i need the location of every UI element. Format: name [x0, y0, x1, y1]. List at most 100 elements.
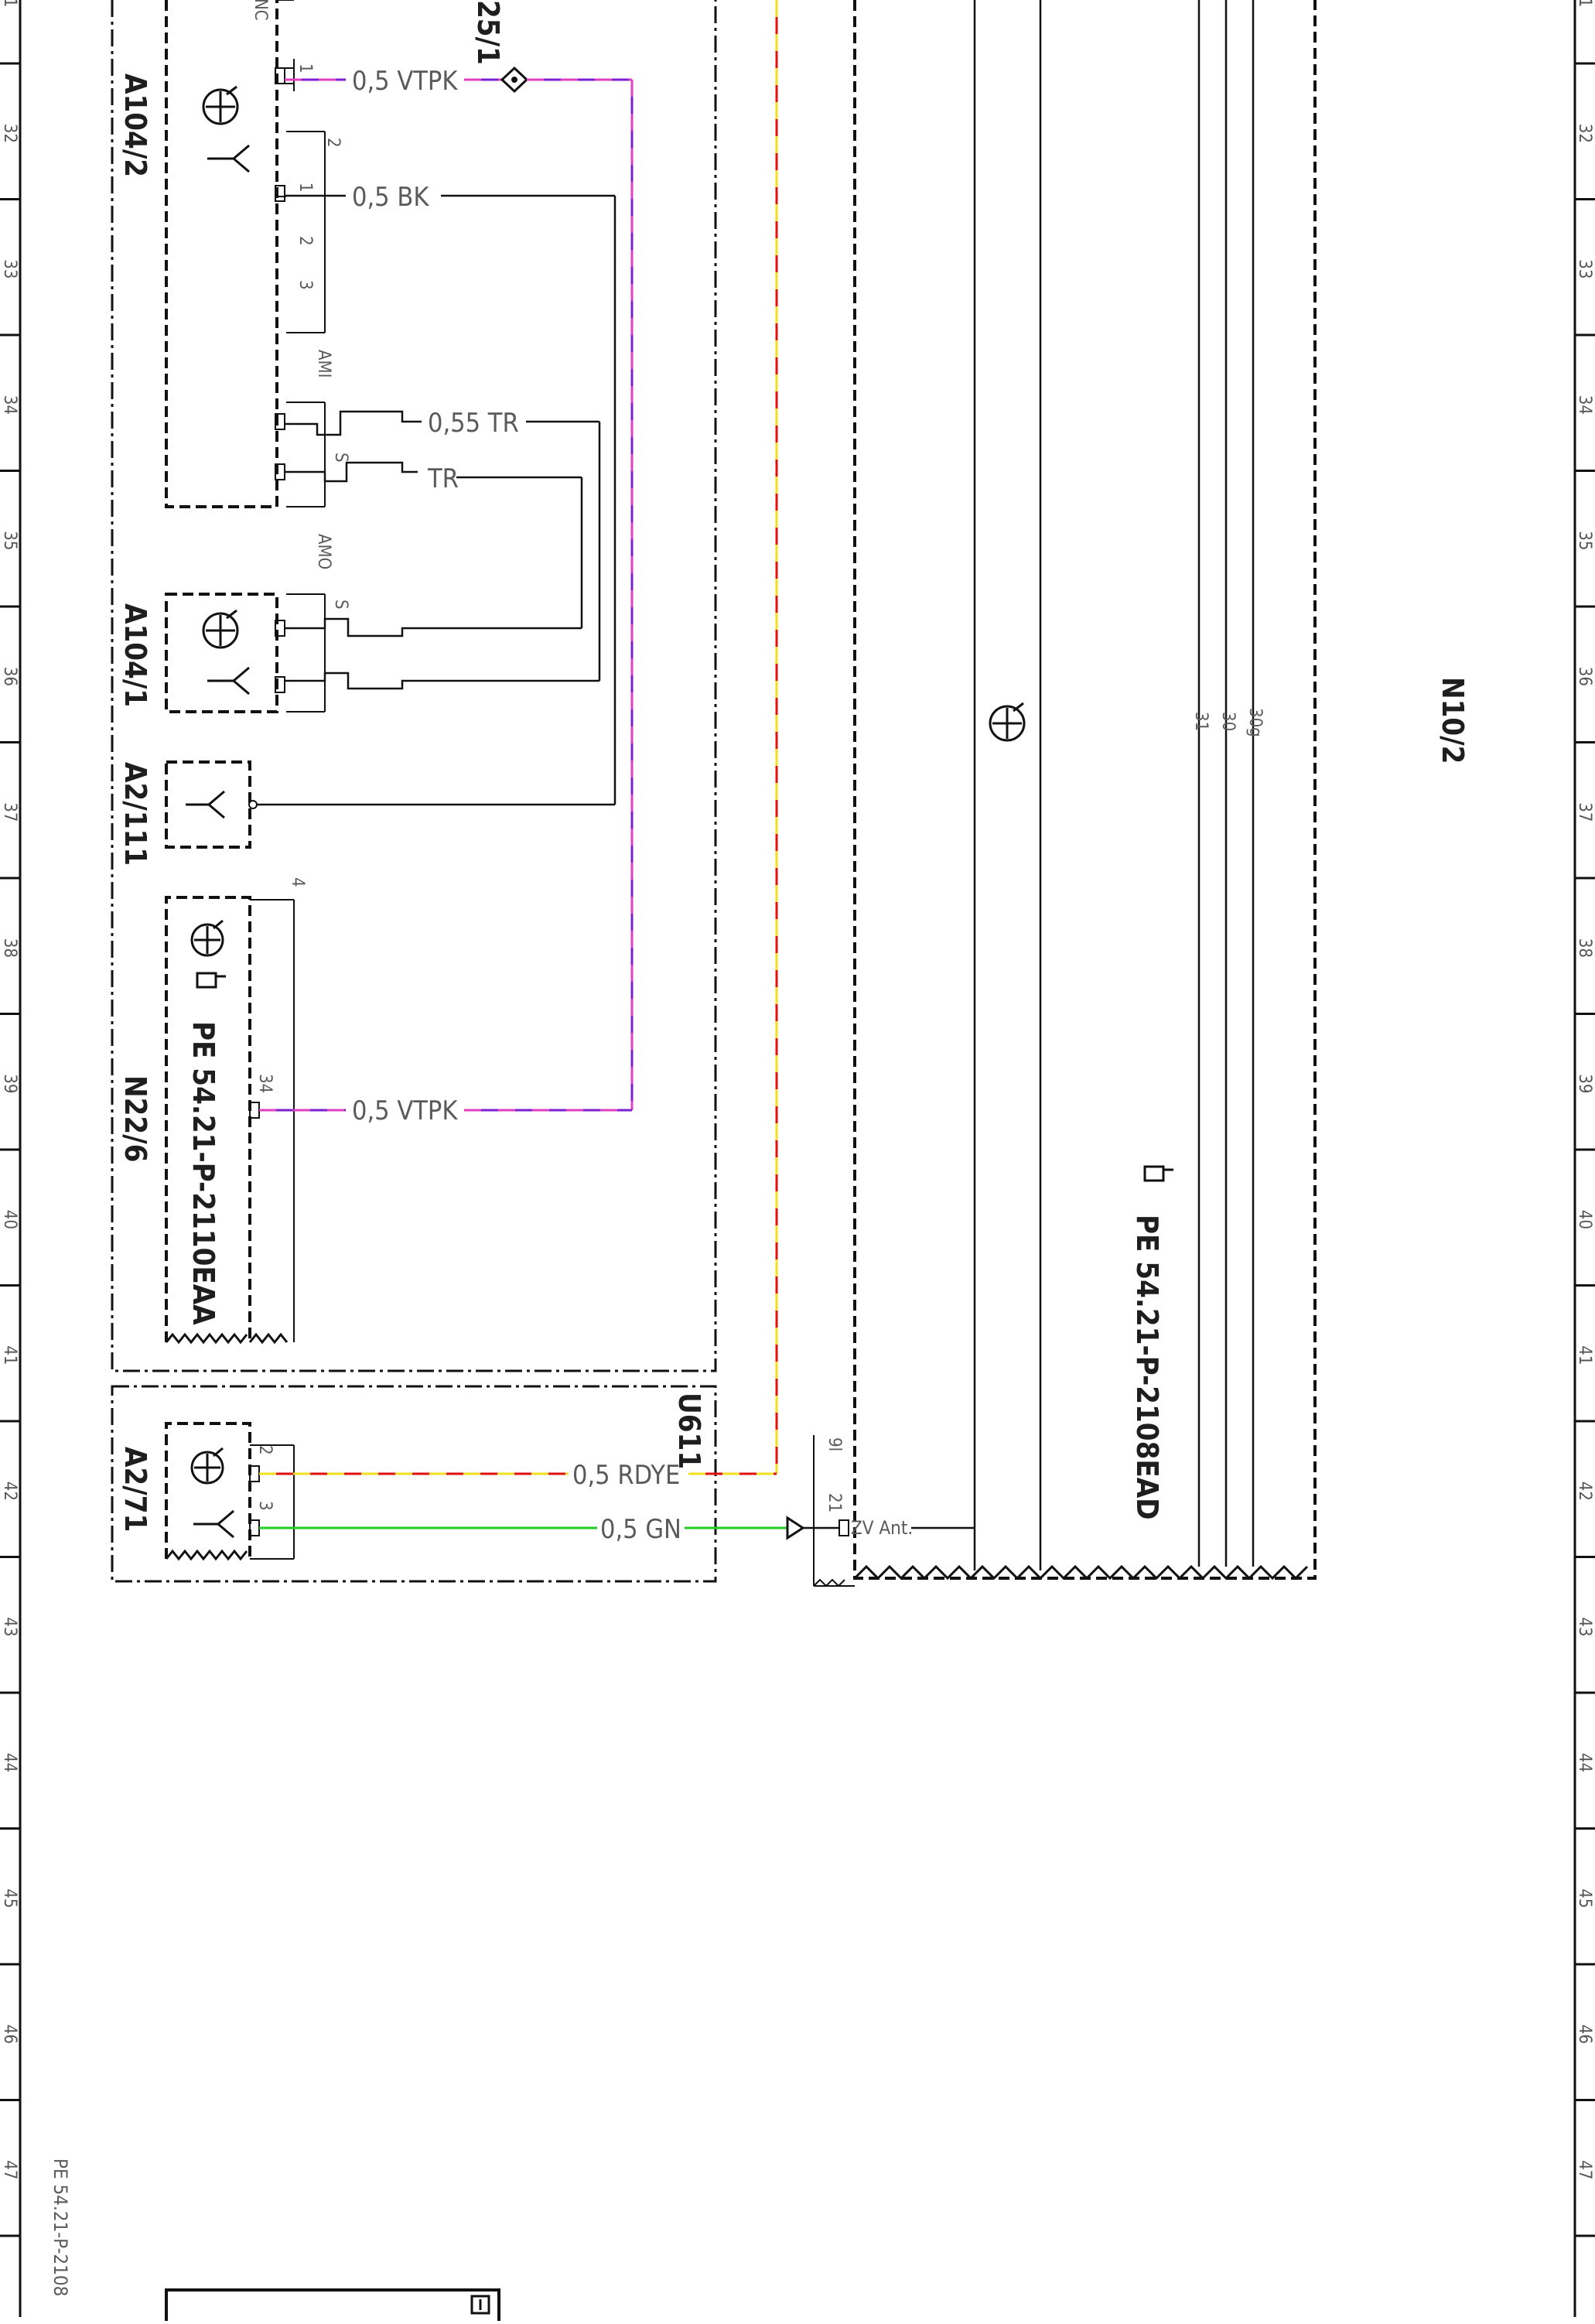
n22-6-reference: PE 54.21-P-2110EAA [186, 1021, 220, 1325]
pin-nc: NC [251, 0, 270, 21]
row-number: 45 [1575, 1888, 1594, 1908]
terminal-30g: 30g [1245, 708, 1265, 737]
row-number: 31 [0, 0, 19, 7]
splice-25-1 [500, 66, 529, 94]
wire-vtpk-route [259, 78, 634, 1112]
row-number: 31 [1575, 0, 1594, 7]
u611-lower-box [111, 1385, 717, 1583]
n22-6-component [165, 896, 295, 1345]
n22-6-label: N22/6 [118, 1075, 152, 1162]
antenna-symbol-2 [207, 666, 250, 695]
row-number: 42 [0, 1482, 19, 1501]
pin-34: 34 [255, 1074, 275, 1093]
title-block [165, 2288, 500, 2321]
row-number: 37 [1575, 802, 1594, 822]
pin-s1: S [331, 453, 350, 463]
pin-1b: 1 [295, 183, 315, 193]
row-number: 42 [1575, 1482, 1594, 1501]
a104-2-connectors [275, 0, 326, 508]
row-number: 44 [1575, 1753, 1594, 1772]
a2-111-component [165, 760, 258, 849]
row-number: 36 [0, 667, 19, 686]
wire-label-tr: TR [427, 463, 459, 494]
pin-4: 4 [288, 877, 307, 887]
pin-1a: 1 [295, 63, 315, 73]
row-number: 46 [0, 2025, 19, 2044]
pin-3c: 3 [255, 1501, 275, 1511]
antenna-amplifier-symbol [202, 85, 239, 125]
pointing-hand-icon [196, 972, 226, 989]
n10-2-reference: PE 54.21-P-2108EAD [1130, 1215, 1164, 1520]
antenna-amplifier-symbol-2 [202, 609, 239, 649]
terminal-30: 30 [1218, 712, 1238, 731]
pin-zv-ant: ZV Ant. [851, 1517, 913, 1539]
n10-2-label: N10/2 [1436, 677, 1470, 764]
antenna-amplifier-symbol-5 [989, 702, 1026, 742]
wire-tr-pair [285, 410, 601, 690]
row-number: 39 [0, 1074, 19, 1093]
u611-label: U611 [672, 1393, 706, 1469]
row-number: 33 [0, 259, 19, 279]
row-number: 40 [1575, 1210, 1594, 1229]
wire-label-tr-055: 0,55 TR [428, 408, 519, 439]
row-number: 41 [0, 1345, 19, 1365]
a104-1-label: A104/1 [118, 603, 152, 707]
pin-gi: 9l [825, 1437, 844, 1451]
splice-25-1-label: 25/1 [471, 0, 505, 65]
row-number: 43 [1575, 1617, 1594, 1636]
row-number: 32 [0, 124, 19, 143]
wire-label-gn: 0,5 GN [600, 1514, 681, 1545]
antenna-amplifier-symbol-3 [190, 919, 224, 957]
row-number: 38 [0, 938, 19, 958]
wire-label-vtpk-2: 0,5 VTPK [352, 1095, 458, 1126]
antenna-symbol [207, 144, 250, 173]
pin-ami: AMI [314, 350, 333, 378]
row-number: 34 [1575, 395, 1594, 415]
pin-21: 21 [825, 1493, 844, 1512]
a2-111-label: A2/111 [118, 762, 152, 866]
n10-2-component [813, 0, 1317, 1587]
pin-amo: AMO [314, 534, 333, 569]
wire-bk [257, 194, 616, 806]
antenna-symbol-3 [193, 1509, 234, 1539]
footer-reference: PE 54.21-P-2108 [50, 2158, 71, 2296]
antenna-amplifier-symbol-4 [190, 1447, 224, 1485]
row-number: 43 [0, 1617, 19, 1636]
pin-3b: 3 [295, 280, 315, 290]
pin-2c: 2 [255, 1445, 275, 1455]
wire-label-bk: 0,5 BK [352, 182, 429, 213]
wire-label-rdye: 0,5 RDYE [572, 1460, 680, 1491]
wire-gn [259, 1516, 839, 1540]
a104-2-label: A104/2 [118, 73, 152, 177]
row-number: 38 [1575, 938, 1594, 958]
row-number: 35 [0, 531, 19, 550]
row-number: 44 [0, 1753, 19, 1772]
a2-71-label: A2/71 [118, 1447, 152, 1532]
pin-s2: S [331, 600, 350, 610]
row-number: 39 [1575, 1074, 1594, 1093]
row-number: 33 [1575, 259, 1594, 279]
wire-label-vtpk-1: 0,5 VTPK [352, 66, 458, 97]
terminal-31: 31 [1191, 712, 1211, 731]
pointing-hand-icon-2 [1143, 1165, 1173, 1182]
row-number: 32 [1575, 124, 1594, 143]
row-number: 40 [0, 1210, 19, 1229]
row-number: 45 [0, 1888, 19, 1908]
u611-upper-box [111, 0, 717, 1372]
row-number: 46 [1575, 2025, 1594, 2044]
a104-2-component [165, 0, 278, 508]
wire-rdye [259, 0, 778, 1475]
row-number: 35 [1575, 531, 1594, 550]
row-number: 47 [0, 2160, 19, 2179]
row-number: 34 [0, 395, 19, 415]
row-number: 36 [1575, 667, 1594, 686]
a104-1-component [165, 593, 326, 713]
a2-71-component [165, 1422, 295, 1561]
row-number: 47 [1575, 2160, 1594, 2179]
row-number: 37 [0, 802, 19, 822]
pin-2b: 2 [295, 236, 315, 246]
row-number: 41 [1575, 1345, 1594, 1365]
pin-2a: 2 [323, 138, 343, 148]
